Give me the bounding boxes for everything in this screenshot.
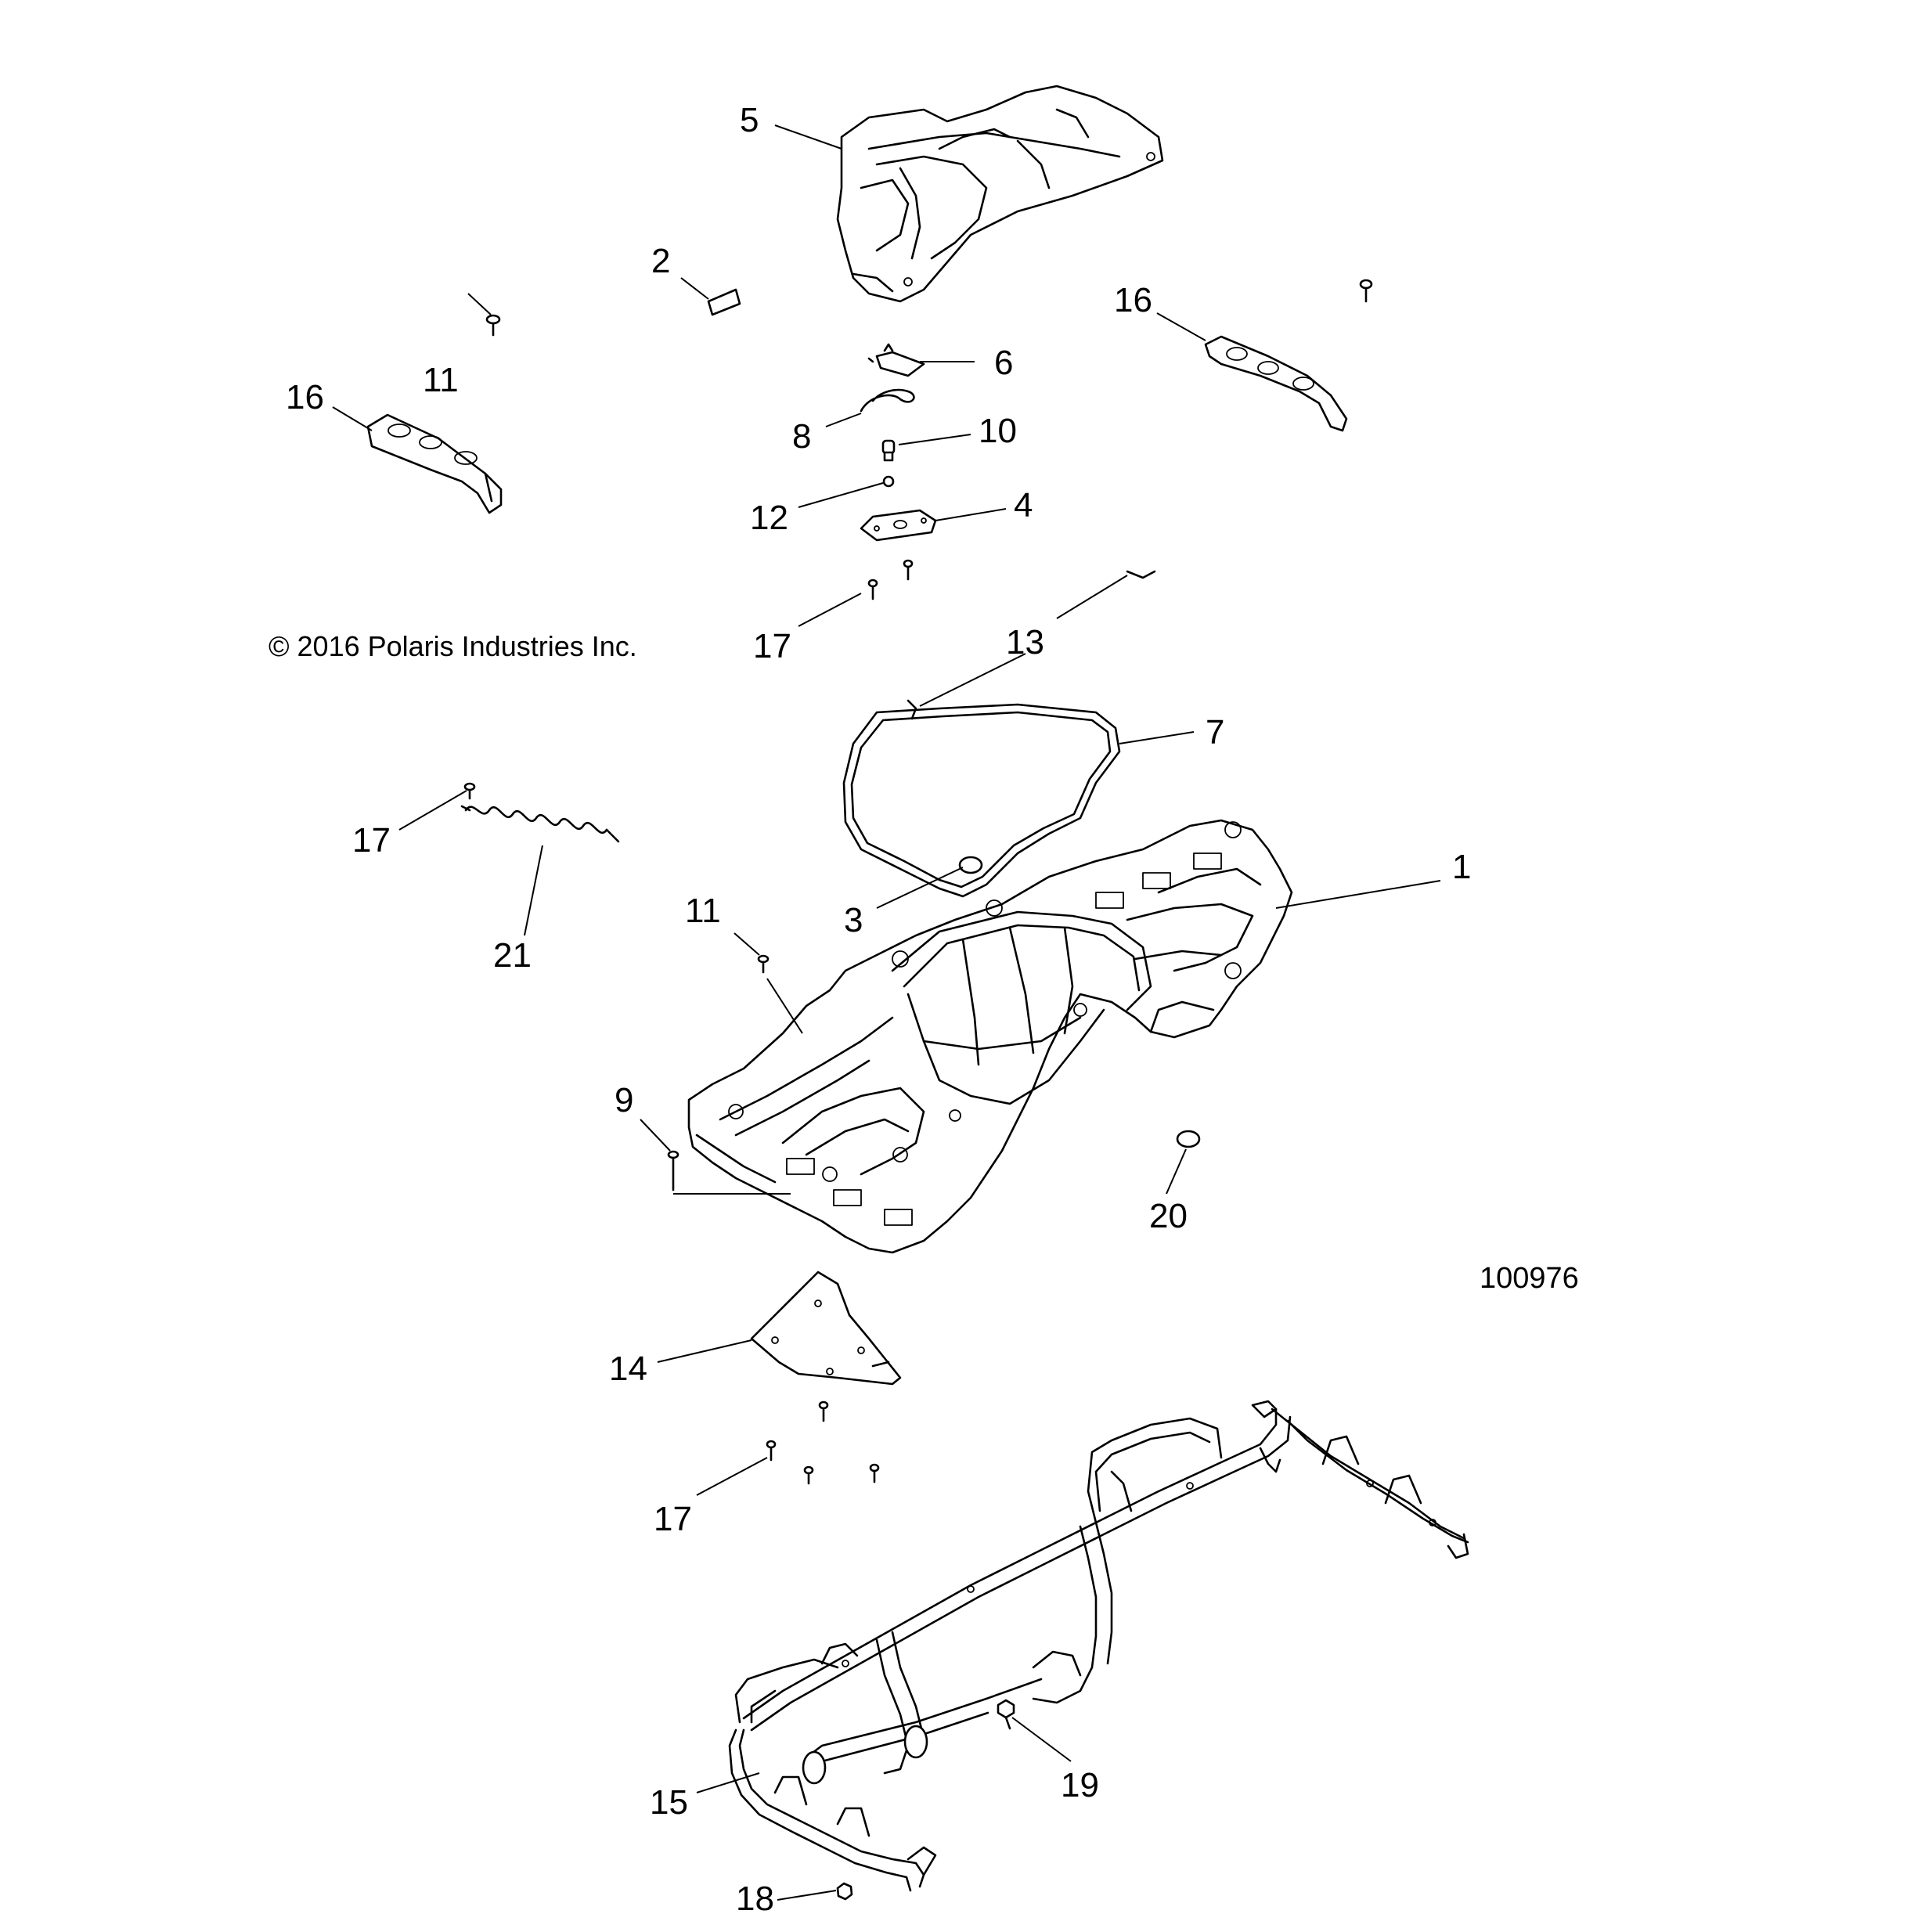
callout-17: 17 [654,1500,692,1538]
part-7-seal [842,703,1121,898]
callout-20: 20 [1149,1197,1188,1235]
part-5-storage-lid [836,85,1164,303]
drawing-number: 100976 [1480,1262,1579,1295]
part-4-plate [860,509,937,542]
part-21-spring [460,805,620,843]
callout-11: 11 [685,892,721,930]
part-20-plug [1176,1130,1201,1148]
part-17-screws-upper [867,559,914,600]
callout-4: 4 [1014,486,1033,524]
part-17-screw-left [463,782,476,800]
callout-15: 15 [650,1783,688,1822]
part-16-left-bracket [366,413,503,514]
part-17-screws-lower [766,1400,880,1485]
callout-19: 19 [1061,1766,1099,1804]
part-9-bolt [667,1150,679,1191]
callout-16: 16 [286,378,324,416]
part-2-decal [707,288,741,316]
callout-11: 11 [423,361,459,399]
part-8-cable [860,388,915,413]
callout-12: 12 [750,499,788,537]
callout-10: 10 [979,412,1017,450]
screw-11-center [757,954,770,974]
callout-16: 16 [1114,281,1152,319]
part-6-latch [867,343,925,377]
callout-2: 2 [651,242,670,280]
callout-13: 13 [1006,623,1044,661]
callout-3: 3 [844,901,863,939]
callout-9: 9 [615,1081,633,1119]
part-12-nut [882,475,895,488]
screw-11-left [485,314,501,337]
part-18-nut [836,1882,853,1901]
callout-18: 18 [736,1880,774,1918]
part-13-rod [907,570,1156,720]
callout-14: 14 [609,1350,647,1388]
callout-21: 21 [493,936,532,975]
callout-8: 8 [792,417,811,456]
part-15-frame [728,1400,1469,1892]
callout-labels: 5 2 16 6 16 11 8 10 12 4 17 13 7 17 1 3 … [286,101,1471,1918]
callout-6: 6 [994,344,1013,382]
part-19-bolt [997,1699,1015,1730]
callout-1: 1 [1452,848,1471,886]
part-3-grommet [958,856,983,874]
callout-17: 17 [352,821,391,860]
part-1-rear-rack [687,819,1293,1254]
part-10-plunger [881,439,896,462]
callout-7: 7 [1206,713,1224,752]
callout-5: 5 [740,101,759,139]
part-14-shield [750,1271,902,1386]
copyright-text: © 2016 Polaris Industries Inc. [269,630,637,662]
callout-17: 17 [753,627,791,665]
part-16-right-bracket [1204,279,1373,432]
